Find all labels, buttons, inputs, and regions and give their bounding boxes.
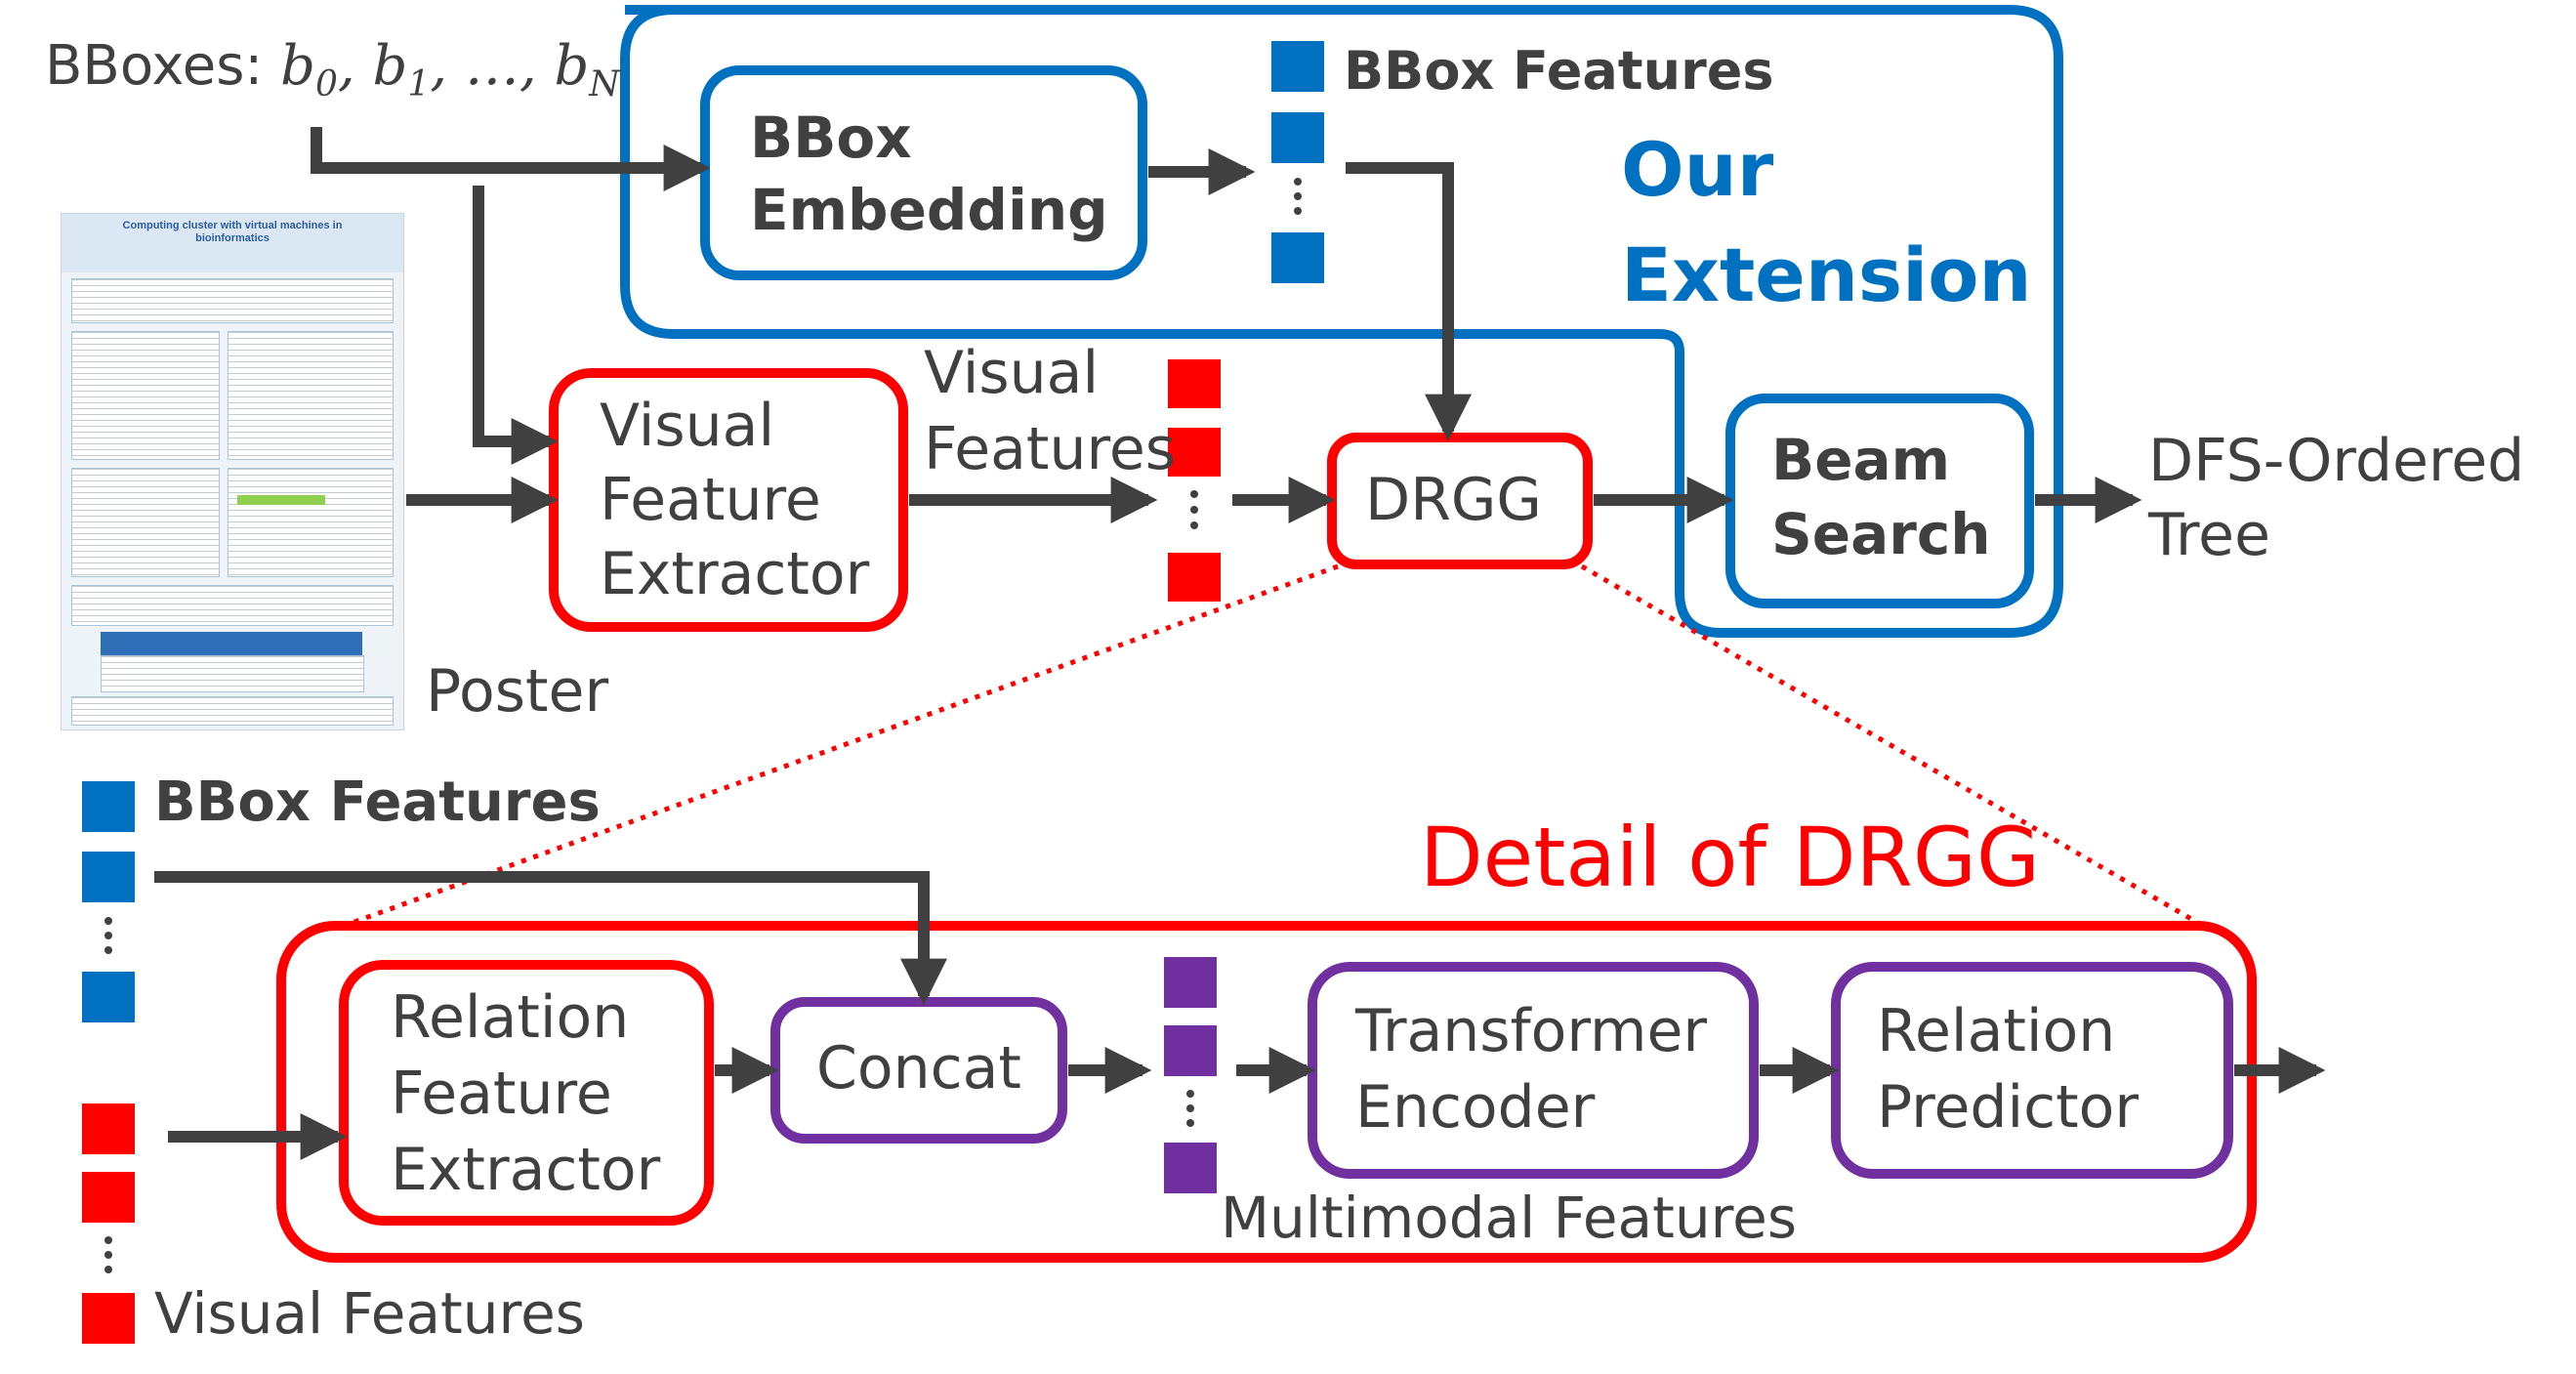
poster-footer [71, 696, 394, 726]
detail-title: Detail of DRGG [1420, 810, 2041, 905]
ellipsis-dot [1294, 207, 1302, 215]
poster-title: Computing cluster with virtual machines … [122, 220, 343, 245]
visual-feature-cell [1168, 553, 1221, 602]
ellipsis-dot [1186, 1090, 1194, 1098]
bbox-embedding-box [700, 65, 1147, 280]
output-line2: Tree [2148, 501, 2271, 569]
output-line1: DFS-Ordered [2148, 427, 2525, 495]
poster-header [62, 214, 403, 272]
transformer-encoder-line2: Encoder [1355, 1073, 1596, 1142]
visual-features-line2: Features [924, 415, 1176, 483]
ellipsis-dot [1294, 178, 1302, 186]
drgg-detail-region [276, 921, 2257, 1263]
ellipsis-dot [1190, 521, 1198, 529]
detail-visual-features-label: Visual Features [154, 1280, 585, 1347]
ellipsis-dot [104, 932, 112, 939]
ellipsis-dot [104, 917, 112, 925]
multimodal-features-label: Multimodal Features [1221, 1185, 1798, 1251]
arrow-bboxes-to-embedding [311, 127, 711, 191]
beam-search-line1: Beam [1771, 427, 1951, 493]
visual-feature-cell [1168, 359, 1221, 408]
multimodal-feature-cell [1164, 1025, 1217, 1076]
multimodal-feature-cell [1164, 957, 1217, 1008]
bboxes-label: BBoxes: b0, b1, …, bN [45, 34, 620, 105]
bbox-feature-cell [1271, 232, 1324, 283]
poster-block [71, 278, 394, 323]
drgg-label: DRGG [1365, 466, 1542, 534]
bbox-feature-cell [82, 972, 135, 1022]
poster-thumbnail: Computing cluster with virtual machines … [61, 213, 404, 730]
ellipsis-dot [104, 1236, 112, 1244]
transformer-encoder-line1: Transformer [1355, 997, 1708, 1065]
relation-feature-extractor-box [339, 960, 714, 1226]
arrow-bboxes-to-extractor [473, 186, 559, 465]
poster-block [228, 331, 394, 460]
bbox-feature-cell [1271, 41, 1324, 92]
ellipsis-dot [1294, 192, 1302, 200]
ellipsis-dot [1186, 1119, 1194, 1127]
visual-feature-cell [82, 1293, 135, 1344]
ellipsis-dot [104, 1251, 112, 1259]
bbox-features-top-label: BBox Features [1344, 40, 1774, 102]
poster-table [101, 655, 364, 692]
ellipsis-dot [1190, 506, 1198, 514]
ellipsis-dot [104, 946, 112, 954]
bbox-embedding-line2: Embedding [750, 177, 1108, 243]
visual-feature-extractor-line2: Feature [600, 466, 821, 534]
poster-block [228, 468, 394, 577]
visual-feature-cell [1168, 428, 1221, 477]
multimodal-feature-cell [1164, 1143, 1217, 1193]
poster-highlight [237, 495, 325, 505]
poster-label: Poster [426, 657, 609, 726]
visual-feature-cell [82, 1103, 135, 1154]
visual-feature-cell [82, 1172, 135, 1223]
relation-predictor-line2: Predictor [1877, 1073, 2140, 1142]
beam-search-line2: Search [1771, 501, 1991, 567]
concat-label: Concat [816, 1034, 1021, 1103]
relation-feature-extractor-line1: Relation [391, 983, 630, 1052]
poster-block [71, 468, 220, 577]
extension-region-outline [620, 5, 2063, 638]
arrow-bbox-features-to-drgg [1346, 162, 1472, 441]
relation-predictor-line1: Relation [1877, 997, 2116, 1065]
bbox-embedding-line1: BBox [750, 104, 912, 171]
bbox-feature-cell [82, 852, 135, 902]
visual-features-line1: Visual [924, 339, 1100, 407]
zoom-line-right [1580, 563, 2205, 929]
poster-block [71, 331, 220, 460]
ellipsis-dot [1186, 1104, 1194, 1112]
arrow-bbox-features-to-concat [154, 871, 947, 1006]
our-extension-line1: Our [1621, 126, 1774, 213]
detail-bbox-features-label: BBox Features [154, 770, 601, 834]
bbox-feature-cell [1271, 112, 1324, 163]
ellipsis-dot [1190, 490, 1198, 498]
bbox-feature-cell [82, 781, 135, 832]
our-extension-line2: Extension [1621, 231, 2032, 318]
ellipsis-dot [104, 1266, 112, 1273]
poster-block [71, 585, 394, 626]
visual-feature-extractor-line1: Visual [600, 392, 775, 460]
poster-table-header [101, 632, 362, 655]
visual-feature-extractor-line3: Extractor [600, 540, 870, 608]
relation-feature-extractor-line2: Feature [391, 1060, 612, 1128]
relation-feature-extractor-line3: Extractor [391, 1136, 661, 1204]
